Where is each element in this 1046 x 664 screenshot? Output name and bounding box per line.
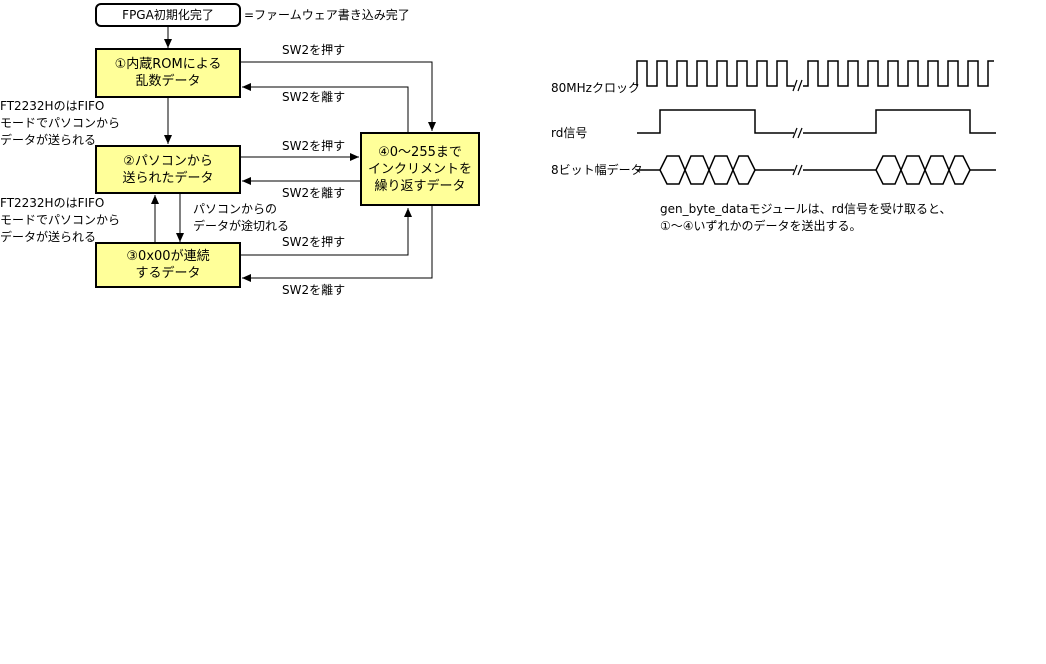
- label-sw2-press-2: SW2を押す: [282, 139, 346, 153]
- fifo-note-2-line-1: FT2232HのはFIFO: [0, 196, 105, 210]
- break-mark-data-b: [797, 164, 803, 176]
- start-node-label: FPGA初期化完了: [122, 7, 214, 22]
- break-mark-clock-b: [797, 79, 803, 92]
- arrow-state3-to-state4: [240, 208, 412, 256]
- fifo-note-2: FT2232HのはFIFO モードでパソコンから データが送られる: [0, 195, 120, 246]
- state-3-zero-data: ③0x00が連続 するデータ: [95, 242, 241, 288]
- fifo-note-1-line-3: データが送られる: [0, 133, 97, 147]
- timing-data-label: 8ビット幅データ: [551, 163, 643, 177]
- arrow-state1-to-state4: [240, 61, 436, 131]
- state-4-line-3: 繰り返すデータ: [374, 178, 466, 194]
- fifo-note-1-line-2: モードでパソコンから: [0, 116, 121, 130]
- rd-waveform-left: [637, 109, 794, 134]
- arrow-state4-to-state3: [242, 206, 433, 282]
- timing-rd-label: rd信号: [551, 126, 588, 140]
- stop-note-line-1: パソコンからの: [193, 202, 278, 216]
- state-2-line-1: ②パソコンから: [123, 153, 213, 169]
- label-sw2-press-1: SW2を押す: [282, 43, 346, 57]
- break-mark-clock-a: [792, 79, 798, 92]
- data-bus-hex-left: [659, 155, 756, 185]
- clock-waveform-right: [803, 60, 994, 87]
- break-mark-rd-b: [797, 127, 803, 139]
- state-3-line-2: するデータ: [135, 266, 201, 281]
- stop-note: パソコンからの データが途切れる: [193, 201, 289, 235]
- timing-caption: gen_byte_dataモジュールは、rd信号を受け取ると、 ①～④いずれかの…: [660, 201, 951, 235]
- state-3-line-1: ③0x00が連続: [126, 249, 210, 264]
- label-sw2-press-3: SW2を押す: [282, 235, 346, 249]
- state-1-line-2: 乱数データ: [135, 74, 201, 89]
- rd-waveform-right: [803, 109, 996, 134]
- break-mark-data-a: [792, 164, 798, 176]
- label-sw2-release-1: SW2を離す: [282, 90, 346, 104]
- arrow-state4-to-state1: [242, 83, 409, 133]
- state-2-pc-data: ②パソコンから 送られたデータ: [95, 145, 241, 194]
- state-2-line-2: 送られたデータ: [122, 170, 214, 186]
- start-note: =ファームウェア書き込み完了: [244, 8, 410, 22]
- start-node: FPGA初期化完了: [95, 3, 241, 27]
- timing-caption-line-2: ①～④いずれかのデータを送出する。: [660, 219, 862, 233]
- fifo-note-1-line-1: FT2232HのはFIFO: [0, 99, 105, 113]
- fifo-note-2-line-2: モードでパソコンから: [0, 213, 121, 227]
- state-4-increment-data: ④0～255まで インクリメントを 繰り返すデータ: [360, 132, 480, 206]
- clock-waveform-left: [636, 60, 794, 87]
- timing-caption-line-1: gen_byte_dataモジュールは、rd信号を受け取ると、: [660, 202, 952, 216]
- state-4-line-2: インクリメントを: [367, 161, 472, 177]
- data-bus-hex-right: [875, 155, 971, 185]
- label-sw2-release-2: SW2を離す: [282, 186, 346, 200]
- break-mark-rd-a: [792, 127, 798, 139]
- fifo-note-1: FT2232HのはFIFO モードでパソコンから データが送られる: [0, 98, 120, 149]
- state-1-line-1: ①内蔵ROMによる: [114, 57, 222, 72]
- state-4-line-1: ④0～255まで: [378, 144, 462, 160]
- fifo-note-2-line-3: データが送られる: [0, 230, 97, 244]
- label-sw2-release-3: SW2を離す: [282, 283, 346, 297]
- state-1-random-rom: ①内蔵ROMによる 乱数データ: [95, 48, 241, 98]
- timing-clock-label: 80MHzクロック: [551, 81, 640, 95]
- stop-note-line-2: データが途切れる: [193, 219, 290, 233]
